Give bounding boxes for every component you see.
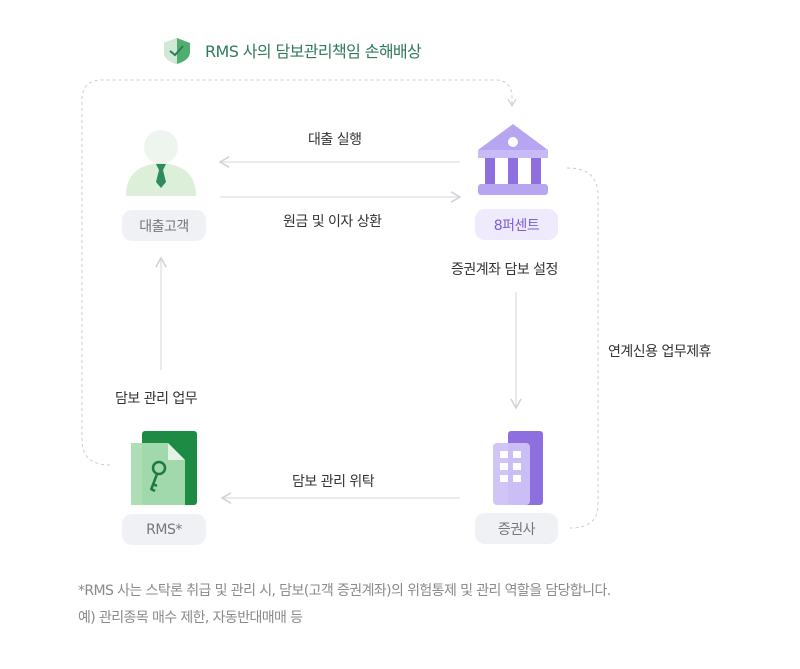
label-partnership: 연계신용 업무제휴 <box>608 344 712 360</box>
footnote-line-2: 예) 관리종목 매수 제한, 자동반대매매 등 <box>78 610 303 626</box>
label-loan-execution: 대출 실행 <box>308 132 362 148</box>
node-lender: 8퍼센트 <box>475 209 558 240</box>
node-customer: 대출고객 <box>122 210 206 241</box>
key-document-icon <box>131 431 197 505</box>
liability-loop-line <box>81 79 517 466</box>
diagram-title: RMS 사의 담보관리책임 손해배상 <box>205 42 422 61</box>
person-icon <box>126 130 196 196</box>
node-rms: RMS* <box>122 514 206 545</box>
label-collateral-delegation: 담보 관리 위탁 <box>292 474 375 490</box>
building-icon <box>493 431 543 505</box>
partnership-line <box>566 167 599 529</box>
label-collateral-management: 담보 관리 업무 <box>115 391 198 407</box>
node-securities: 증권사 <box>475 513 558 544</box>
shield-check-icon <box>164 38 190 64</box>
footnote-line-1: *RMS 사는 스탁론 취급 및 관리 시, 담보(고객 증권계좌)의 위험통제… <box>78 583 611 599</box>
bank-icon <box>478 124 548 195</box>
label-collateral-setup: 증권계좌 담보 설정 <box>451 262 558 278</box>
label-repayment: 원금 및 이자 상환 <box>283 214 382 230</box>
